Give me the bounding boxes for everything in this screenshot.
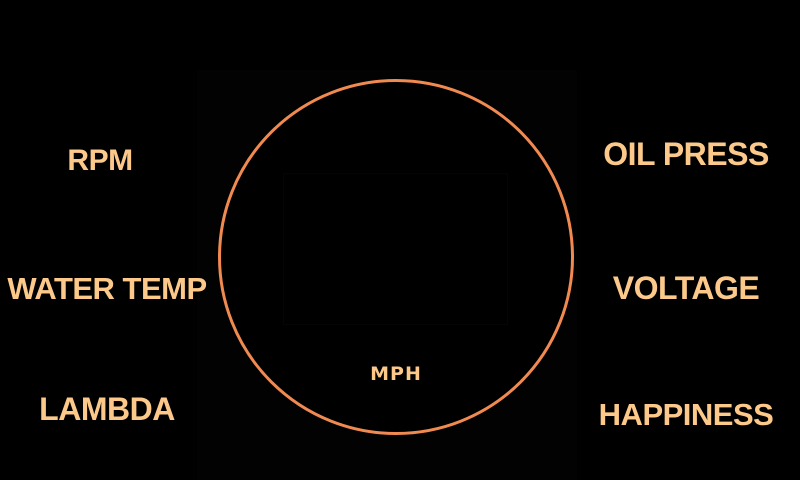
oil-press-label: OIL PRESS [603,136,769,172]
speed-readout-display [283,173,508,325]
water-temp-label: WATER TEMP [7,271,207,306]
speed-unit-label: MPH [370,363,422,385]
voltage-label: VOLTAGE [612,270,760,306]
happiness-label: HAPPINESS [598,397,774,432]
lambda-label: LAMBDA [39,391,175,427]
rpm-label: RPM [67,144,133,177]
